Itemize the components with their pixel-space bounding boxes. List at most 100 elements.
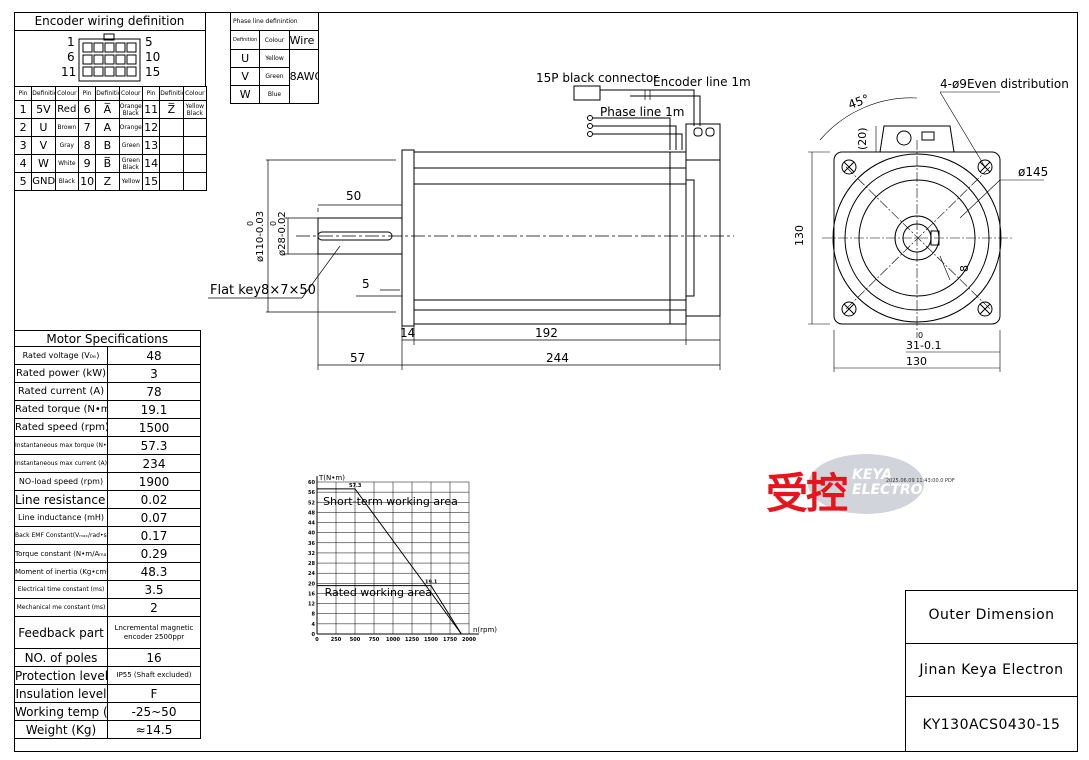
- y-axis-label: T(N•m): [318, 474, 345, 482]
- spec-row: NO-load speed (rpm)1900: [14, 472, 201, 491]
- brand-watermark: 受控 KEYA ELECTRON 2025.06.09 11:43:00.0 P…: [764, 452, 964, 518]
- spec-value: ≈14.5: [107, 720, 201, 739]
- x-axis-label: n(rpm): [473, 626, 497, 634]
- x-tick-label: 0: [315, 637, 319, 643]
- dim-20: (20): [856, 127, 869, 150]
- y-tick-label: 0: [312, 632, 316, 638]
- encoder-line-label: Encoder line 1m: [653, 75, 751, 89]
- dim-31: 31-0.1: [906, 339, 941, 352]
- connector-label: 15P black connector: [536, 71, 658, 85]
- x-tick-label: 1750: [443, 637, 457, 643]
- x-tick-label: 250: [331, 637, 342, 643]
- x-tick-label: 500: [350, 637, 361, 643]
- y-tick-label: 48: [308, 510, 315, 516]
- y-tick-label: 24: [308, 571, 315, 577]
- y-tick-label: 44: [308, 521, 315, 527]
- spec-label: Weight (Kg): [14, 720, 108, 739]
- dim-110-tol: 0: [246, 221, 255, 226]
- dim-28-tol: 0: [269, 221, 278, 226]
- phase-line-table: Phase line definintion Definition Colour…: [229, 12, 320, 104]
- spec-row: Working temp (℃)-25~50: [14, 702, 201, 721]
- dim-110: ø110-0.03: [255, 211, 266, 262]
- dim-145: ø145: [1018, 165, 1048, 179]
- y-tick-label: 52: [308, 500, 315, 506]
- chart-annotation: 19.1: [425, 580, 438, 586]
- motor-specs-table: Motor Specifications Rated voltage (V₀ₑ)…: [14, 330, 201, 739]
- encoder-wiring-panel: Encoder wiring definition 1 6 11 5 10 15…: [13, 12, 208, 191]
- y-tick-label: 20: [308, 581, 315, 587]
- title-model-number: KY130ACS0430-15: [922, 717, 1061, 733]
- x-tick-label: 2000: [462, 637, 476, 643]
- pin-label-10: 10: [145, 50, 161, 64]
- dim-8: 8: [958, 265, 971, 272]
- spec-row: Torque constant (N•m/Aₘₐₓ)0.29: [14, 544, 201, 563]
- angle-45: 45°: [846, 92, 871, 112]
- y-tick-label: 60: [308, 480, 315, 486]
- dim-244: 244: [546, 351, 569, 365]
- even-distribution-label: 4-ø9Even distribution: [940, 77, 1069, 91]
- x-tick-label: 1000: [386, 637, 400, 643]
- spec-value: 1500: [107, 418, 201, 437]
- connector-diagram: 1 6 11 5 10 15: [14, 31, 206, 86]
- watermark-brand-cn: 受控: [766, 469, 848, 518]
- pin-label-5: 5: [145, 35, 153, 49]
- wire-dia-value: 8AWG: [288, 49, 320, 104]
- y-tick-label: 12: [308, 602, 315, 608]
- watermark-logo-ellipse: [808, 454, 924, 514]
- dim-192: 192: [535, 326, 558, 340]
- x-tick-label: 1250: [405, 637, 419, 643]
- spec-label: Feedback part: [14, 616, 108, 649]
- y-tick-label: 56: [308, 490, 315, 496]
- y-tick-label: 40: [308, 531, 315, 537]
- encoder-pin-table: Pin Definition Colour Pin Definition Col…: [13, 86, 208, 191]
- series-line: [317, 488, 462, 635]
- y-tick-label: 4: [312, 622, 316, 628]
- watermark-brand-en: KEYA ELECTRON: [852, 467, 935, 498]
- dim-50: 50: [346, 189, 361, 203]
- y-tick-label: 28: [308, 561, 315, 567]
- chart-annotation: Short-term working area: [323, 495, 458, 508]
- x-tick-label: 750: [369, 637, 380, 643]
- pin-label-15: 15: [145, 65, 161, 79]
- dim-14: 14: [400, 326, 415, 340]
- table-row: UYellow8AWG: [229, 49, 320, 104]
- chart-annotation: Rated working area: [325, 586, 432, 599]
- dim-57: 57: [350, 351, 365, 365]
- spec-label: Line resistance (Ω): [14, 490, 108, 509]
- title-block: Outer Dimension Jinan Keya Electron KY13…: [905, 590, 1077, 751]
- watermark-stamp: 2025.06.09 11:43:00.0 PDF: [886, 478, 955, 484]
- y-tick-label: 36: [308, 541, 315, 547]
- chart-annotation: 57.3: [349, 483, 362, 489]
- y-tick-label: 32: [308, 551, 315, 557]
- spec-row: Rated voltage (V₀ₑ)48: [14, 346, 201, 365]
- dim-28: ø28-0.02: [277, 211, 288, 256]
- spec-label: Insulation level: [14, 684, 108, 703]
- series-line: [317, 585, 462, 635]
- spec-row: Weight (Kg)≈14.5: [14, 720, 201, 739]
- connector-icon: [78, 33, 141, 82]
- spec-row: Mechanical me constant (ms)2: [14, 598, 201, 617]
- y-tick-label: 16: [308, 591, 315, 597]
- dim-130-horizontal: 130: [906, 355, 927, 368]
- spec-row: Rated speed (rpm)1500: [14, 418, 201, 437]
- dim-31-tol: 0: [918, 331, 923, 340]
- spec-row: Line resistance (Ω)0.02: [14, 490, 201, 509]
- title-outer-dimension: Outer Dimension: [906, 591, 1077, 644]
- dim-130-vertical: 130: [793, 225, 806, 246]
- dim-5: 5: [362, 277, 370, 291]
- pin-label-1: 1: [67, 35, 75, 49]
- spec-label: NO. of poles: [14, 648, 108, 667]
- encoder-table-title: Encoder wiring definition: [14, 12, 206, 31]
- phase-table-title: Phase line definintion: [230, 12, 319, 31]
- flat-key-label: Flat key8×7×50: [210, 283, 316, 298]
- spec-row: Line inductance (mH)0.07: [14, 508, 201, 527]
- pin-label-6: 6: [67, 50, 75, 64]
- spec-value: 1900: [107, 472, 201, 491]
